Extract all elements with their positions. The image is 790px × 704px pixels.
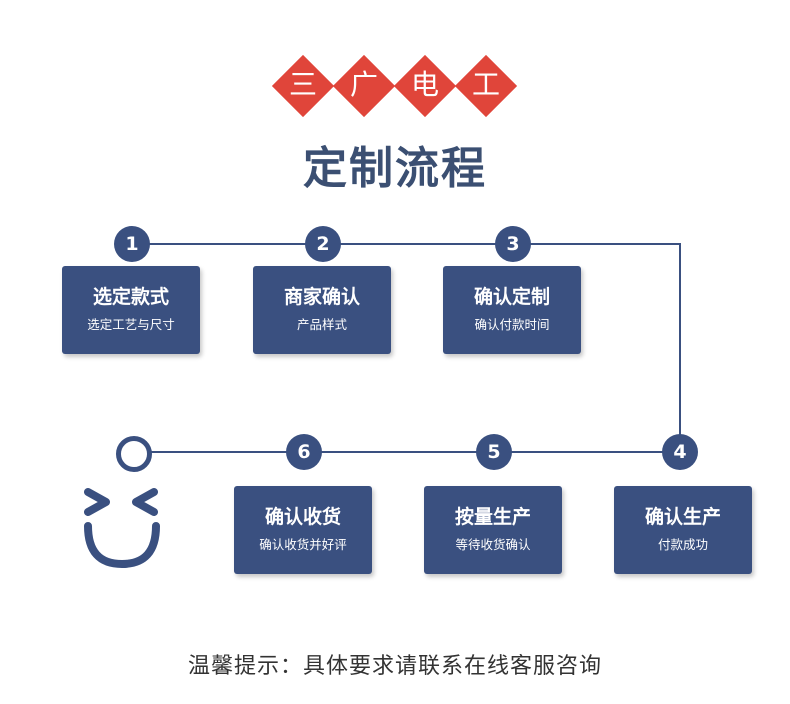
step-number-5: 5 xyxy=(476,434,512,470)
step-title-2: 商家确认 xyxy=(283,286,360,308)
page-title: 定制流程 xyxy=(303,143,487,194)
step-title-3: 确认定制 xyxy=(473,286,550,308)
step-subtitle-3: 确认付款时间 xyxy=(474,317,550,332)
step-card-3: 确认定制 确认付款时间 xyxy=(443,266,581,354)
step-number-2: 2 xyxy=(305,226,341,262)
step-subtitle-6: 确认收货并好评 xyxy=(259,537,347,552)
step-card-6: 确认收货 确认收货并好评 xyxy=(234,486,372,574)
brand-char-3: 电 xyxy=(410,68,439,101)
step-number-4: 4 xyxy=(662,434,698,470)
brand-char-1: 三 xyxy=(288,68,317,101)
smiley-face-icon xyxy=(84,488,160,569)
flow-end-circle xyxy=(116,436,152,472)
tip-text: 温馨提示：具体要求请联系在线客服咨询 xyxy=(187,654,602,679)
step-subtitle-2: 产品样式 xyxy=(296,317,347,332)
brand-char-2: 广 xyxy=(349,68,378,101)
step-title-4: 确认生产 xyxy=(644,506,721,528)
step-title-5: 按量生产 xyxy=(454,506,531,528)
step-subtitle-4: 付款成功 xyxy=(657,537,708,552)
step-card-4: 确认生产 付款成功 xyxy=(614,486,752,574)
step-number-6: 6 xyxy=(286,434,322,470)
step-number-3: 3 xyxy=(495,226,531,262)
step-number-1: 1 xyxy=(114,226,150,262)
step-card-5: 按量生产 等待收货确认 xyxy=(424,486,562,574)
step-title-6: 确认收货 xyxy=(264,506,341,528)
step-subtitle-5: 等待收货确认 xyxy=(455,537,531,552)
brand-char-4: 工 xyxy=(471,68,500,101)
step-title-1: 选定款式 xyxy=(92,286,169,308)
brand-logo: 三 广 电 工 xyxy=(271,54,518,118)
step-card-1: 选定款式 选定工艺与尺寸 xyxy=(62,266,200,354)
step-card-2: 商家确认 产品样式 xyxy=(253,266,391,354)
flow-path-top xyxy=(132,243,681,452)
step-subtitle-1: 选定工艺与尺寸 xyxy=(87,317,175,332)
